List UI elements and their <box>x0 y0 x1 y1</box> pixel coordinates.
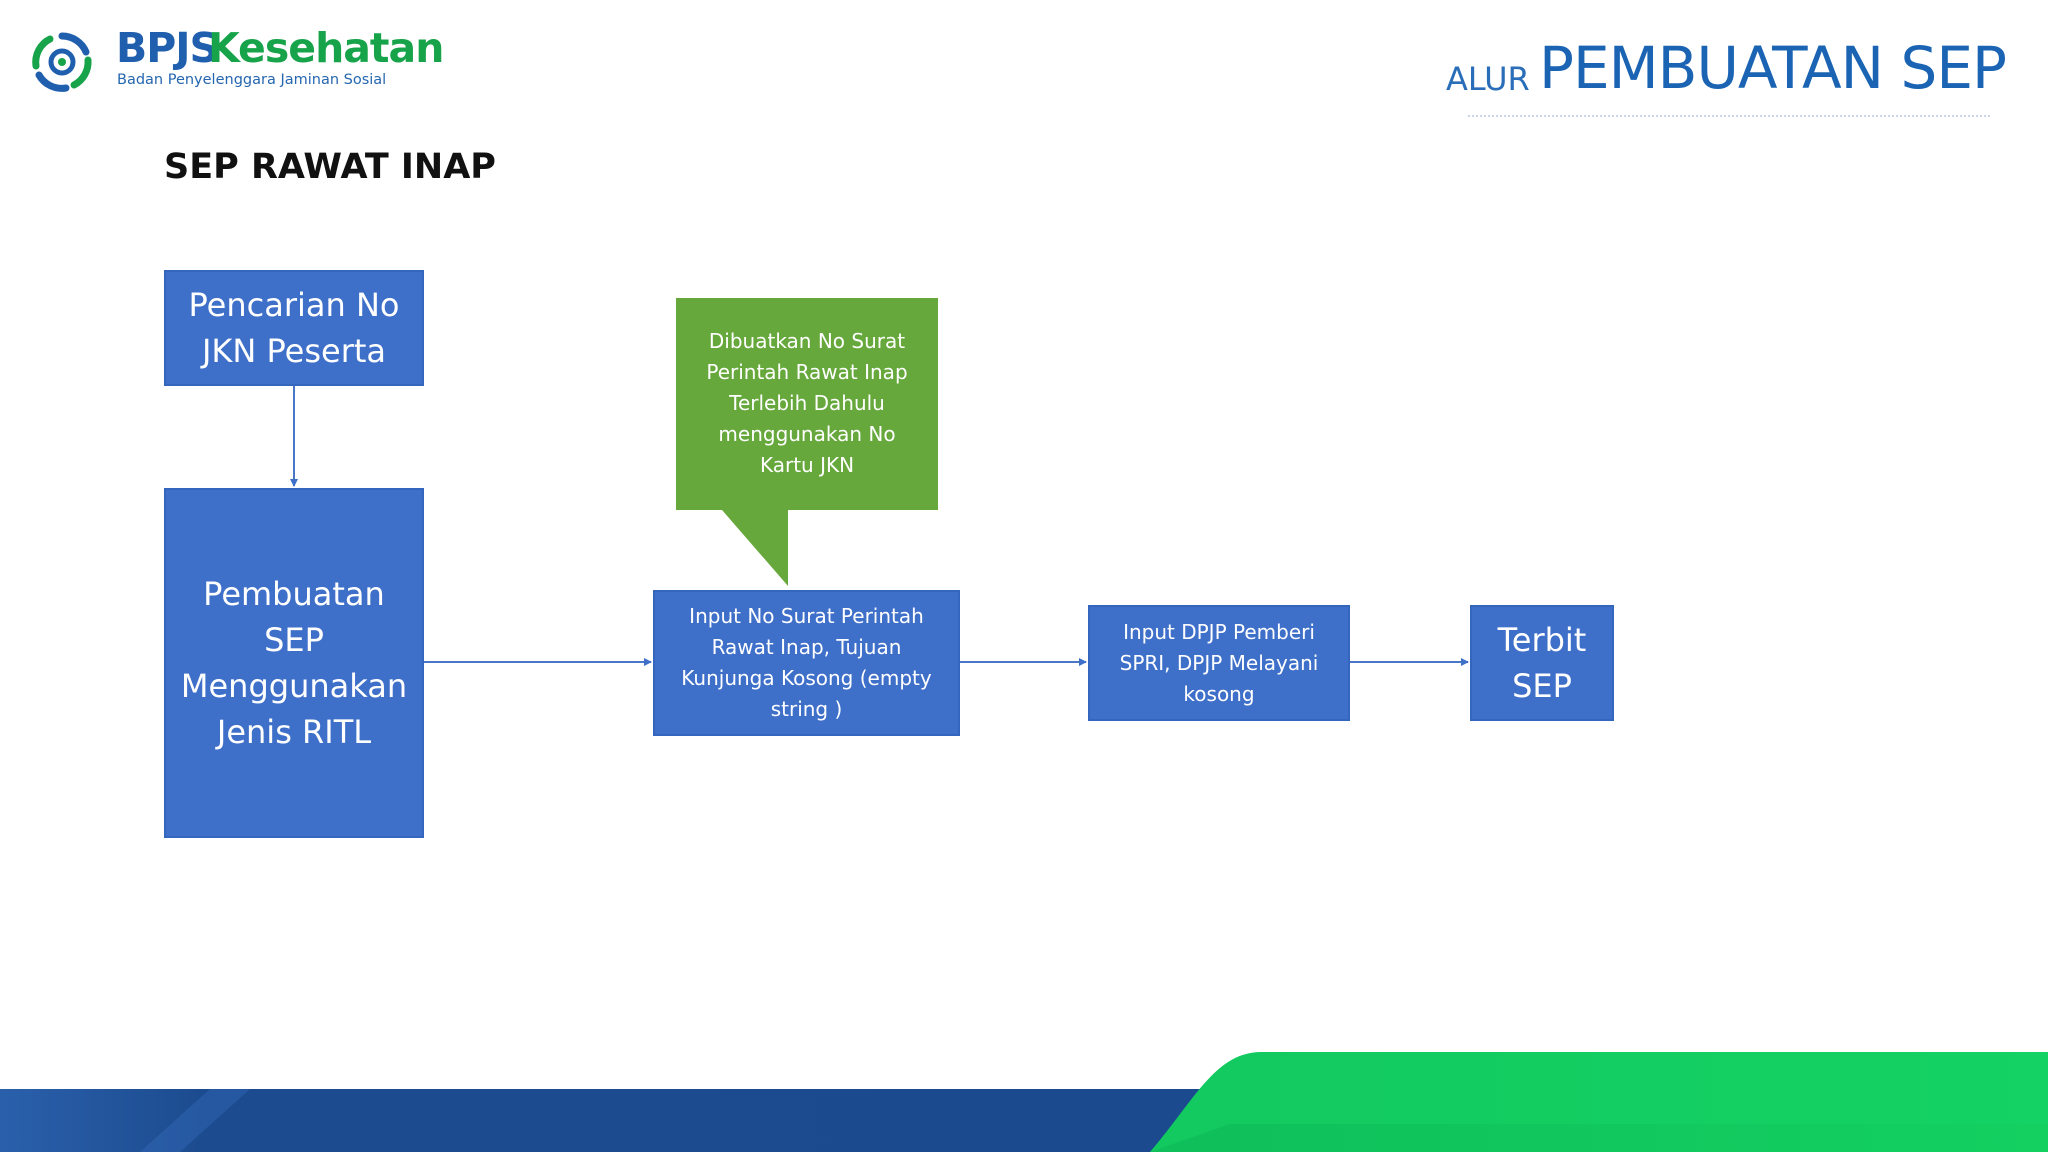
callout-line: Dibuatkan No Surat <box>708 329 906 353</box>
step-label-line: JKN Peserta <box>201 332 387 370</box>
step-label-line: SPRI, DPJP Melayani <box>1119 650 1319 675</box>
step-label-line: Menggunakan <box>180 667 408 705</box>
callout-line: Kartu JKN <box>759 453 855 477</box>
step-label-line: Rawat Inap, Tujuan <box>711 635 902 659</box>
step-label-line: Pencarian No <box>188 286 400 324</box>
step-label-line: Input DPJP Pemberi <box>1123 619 1315 644</box>
step-label-line: Pembuatan <box>203 575 385 613</box>
brand-name-bpjs: BPJS <box>116 24 219 72</box>
step-label-line: SEP <box>264 621 324 659</box>
page-title: PEMBUATAN SEP <box>1539 34 2007 102</box>
callout-bubble <box>676 298 938 586</box>
step-label-line: SEP <box>1512 667 1572 705</box>
step-pembuatan-sep: Pembuatan SEP Menggunakan Jenis RITL <box>164 488 424 838</box>
step-input-dpjp: Input DPJP Pemberi SPRI, DPJP Melayani k… <box>1088 605 1350 721</box>
bpjs-logo-icon <box>32 32 92 92</box>
brand-name-kesehatan: Kesehatan <box>208 24 444 72</box>
page-title-prefix: ALUR <box>1446 60 1530 98</box>
callout-line: Perintah Rawat Inap <box>706 360 908 384</box>
step-label-line: Input No Surat Perintah <box>689 604 924 628</box>
title-underline <box>1468 115 1990 117</box>
step-label-line: string ) <box>770 697 843 721</box>
brand-tagline: Badan Penyelenggara Jaminan Sosial <box>117 72 387 88</box>
step-input-no-surat: Input No Surat Perintah Rawat Inap, Tuju… <box>653 590 960 736</box>
callout-text: Dibuatkan No Surat Perintah Rawat Inap T… <box>682 326 932 481</box>
section-title: SEP RAWAT INAP <box>164 147 496 187</box>
step-label-line: kosong <box>1183 681 1255 706</box>
callout-line: Terlebih Dahulu <box>729 391 885 415</box>
step-terbit-sep: Terbit SEP <box>1470 605 1614 721</box>
step-label-line: Jenis RITL <box>216 713 372 751</box>
step-label-line: Kunjunga Kosong (empty <box>681 666 932 690</box>
footer-band <box>0 1052 2048 1152</box>
callout-line: menggunakan No <box>718 422 896 446</box>
step-label-line: Terbit <box>1497 621 1587 659</box>
step-pencarian-no-jkn: Pencarian No JKN Peserta <box>164 270 424 386</box>
